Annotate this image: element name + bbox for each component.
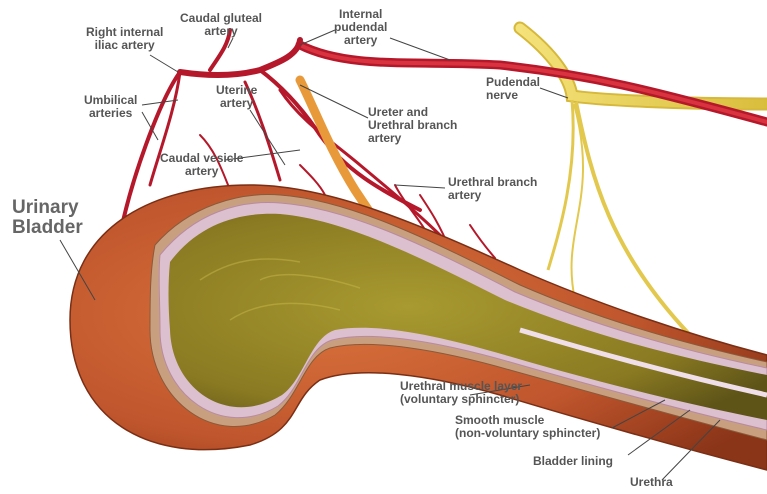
label-urethra: Urethra	[630, 476, 673, 489]
label-bladder-lining: Bladder lining	[533, 455, 613, 468]
label-urethral-muscle-layer: Urethral muscle layer(voluntary sphincte…	[400, 380, 522, 406]
label-smooth-muscle: Smooth muscle(non-voluntary sphincter)	[455, 414, 600, 440]
